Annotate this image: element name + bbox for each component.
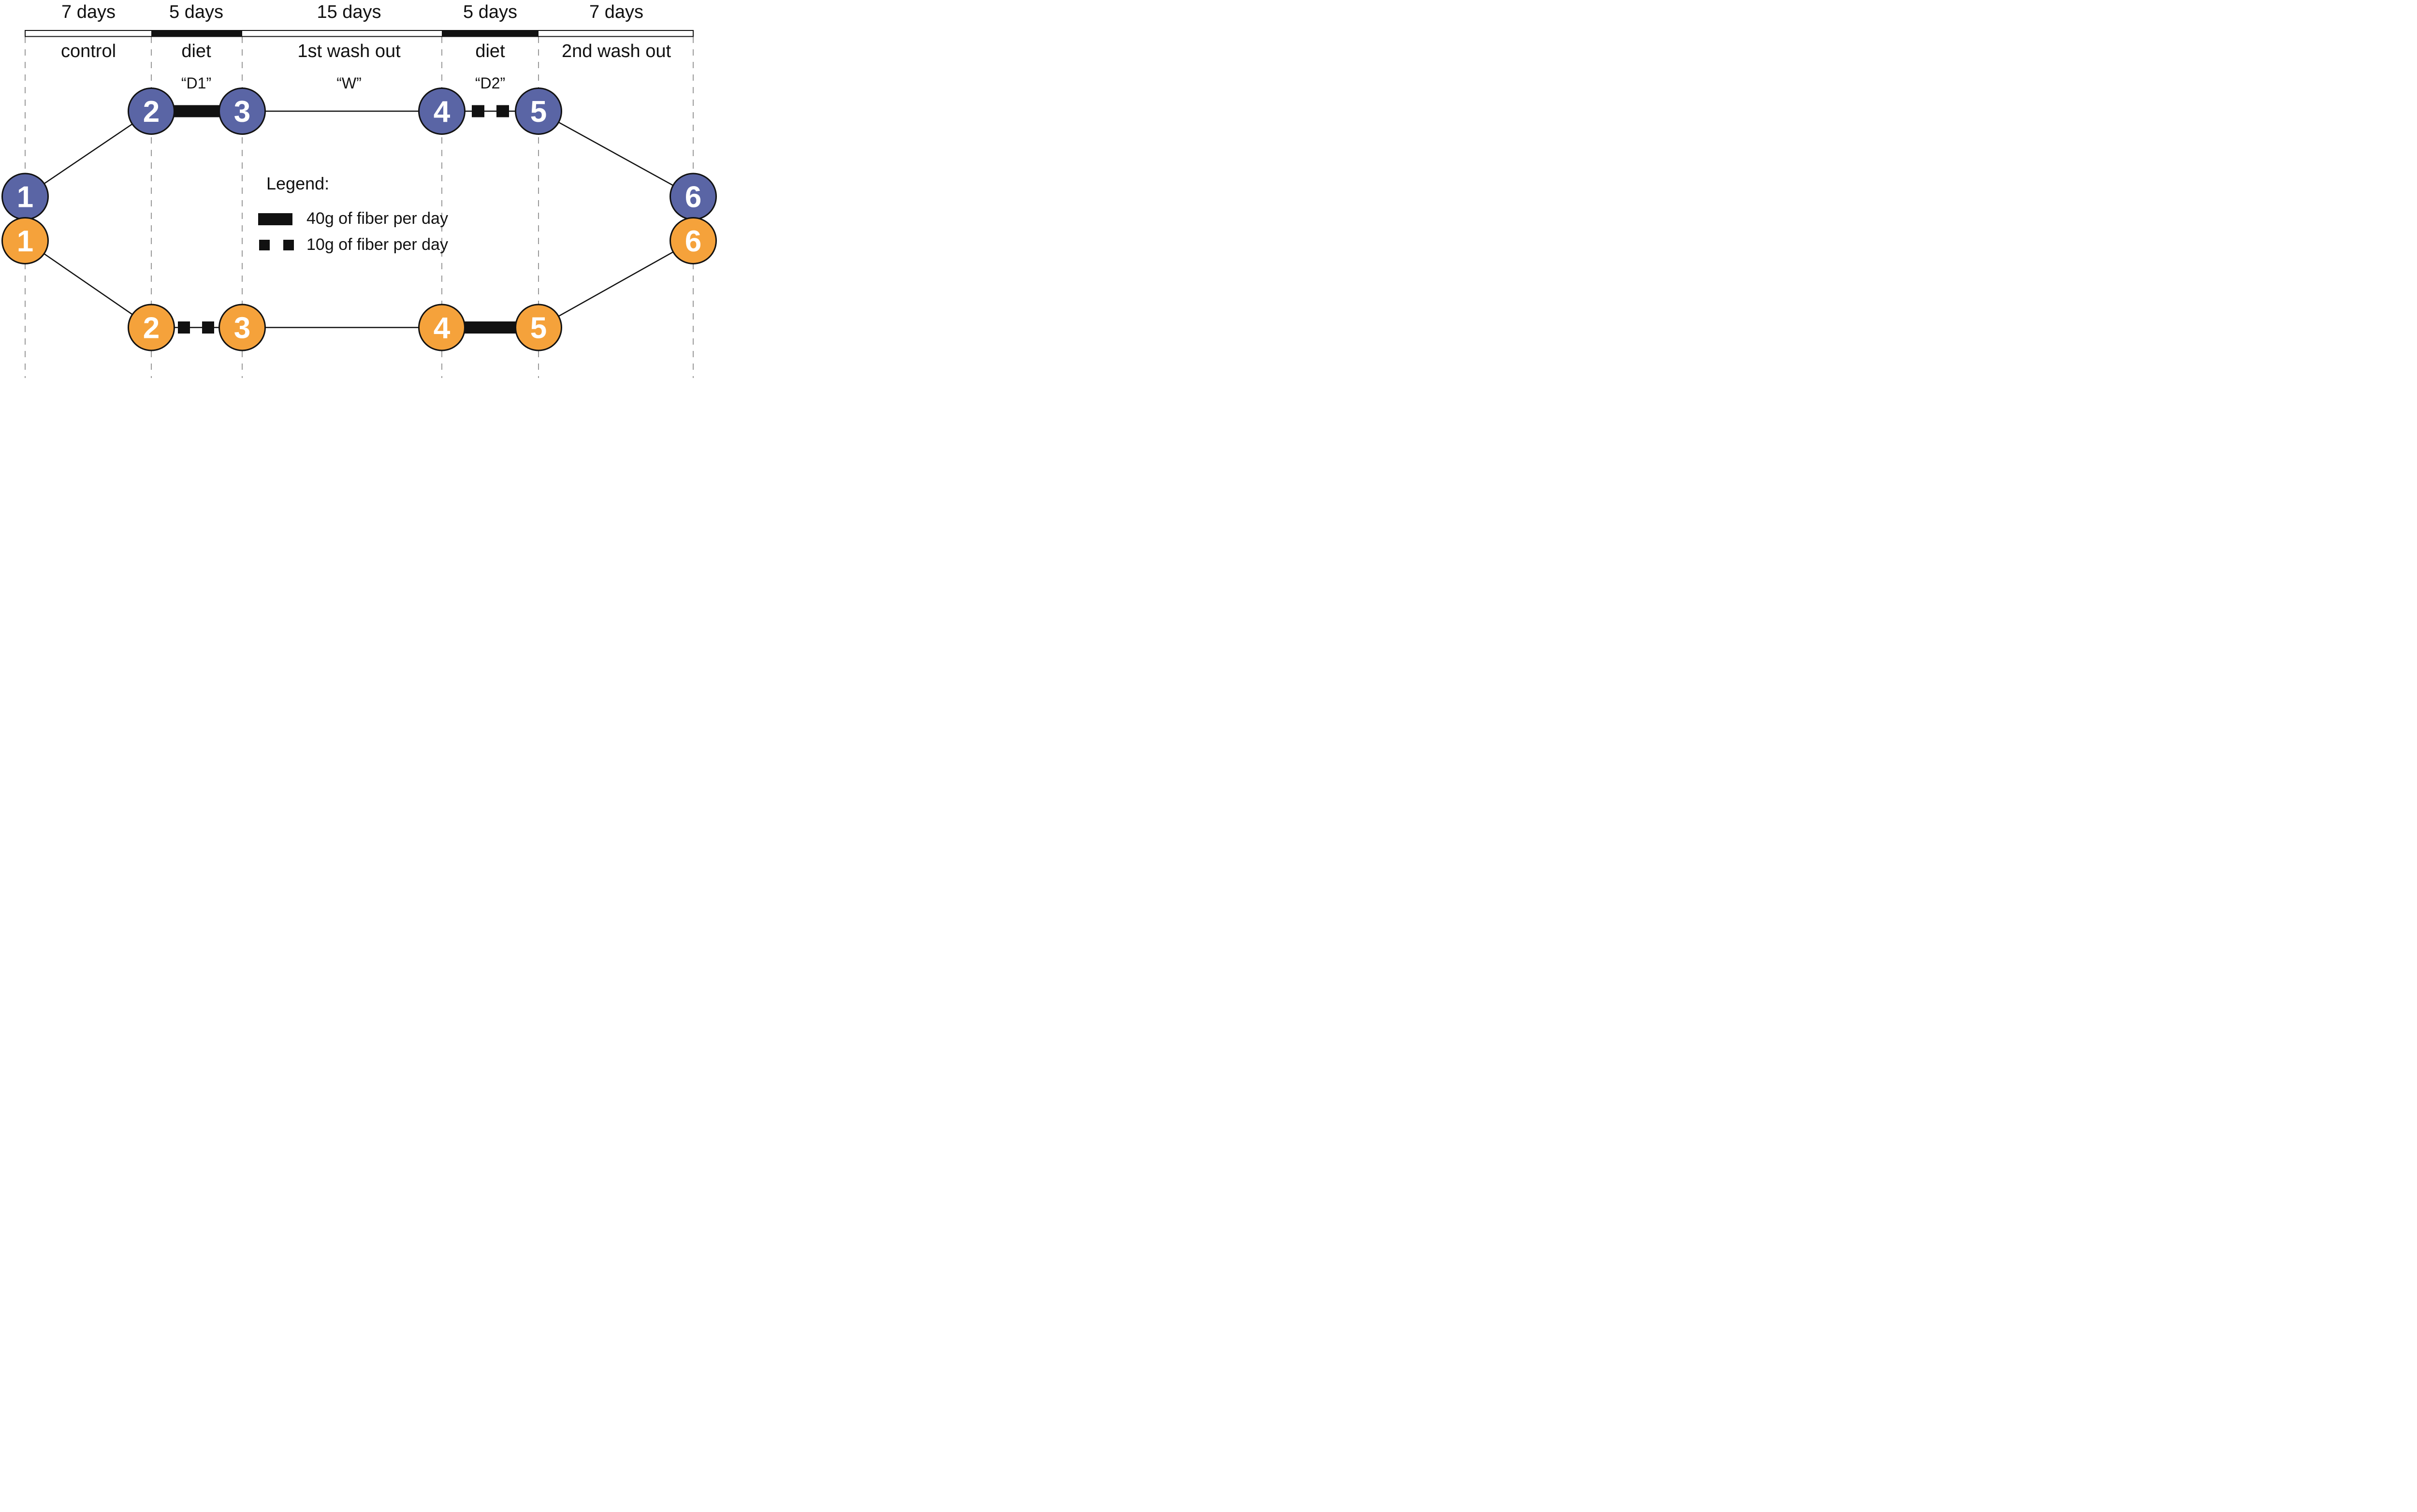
- legend-item-10g: 10g of fiber per day: [306, 235, 448, 254]
- visit-number: 4: [434, 312, 451, 345]
- timeline-segment-control: [25, 30, 151, 37]
- visit-number: 3: [234, 95, 250, 129]
- study-design-graphic: 1 2 3 4 5 6 1 2 3 4 5 6: [1, 30, 717, 378]
- fiber-bar-40g-blue-2-3: [172, 105, 221, 117]
- phase-label-diet1: diet: [181, 41, 211, 61]
- visit-number: 4: [434, 95, 451, 129]
- connector-blue-1-2: [25, 110, 152, 197]
- visit-number: 3: [234, 312, 250, 345]
- orange-arm-circles: [1, 217, 717, 351]
- connector-orange-1-2: [25, 240, 152, 328]
- phase-duration-washout2: 7 days: [589, 2, 643, 22]
- fiber-square-10g-blue-4-5-a: [472, 105, 484, 117]
- visit-number: 2: [143, 95, 160, 129]
- visit-number: 2: [143, 312, 160, 345]
- phase-duration-washout1: 15 days: [317, 2, 381, 22]
- legend-swatch-10g-square-b: [283, 240, 294, 250]
- timeline-segment-diet1: [151, 30, 242, 37]
- phase-duration-diet1: 5 days: [169, 2, 223, 22]
- visit-circle-blue-3: [218, 87, 266, 135]
- visit-circle-orange-2: [128, 304, 175, 351]
- visit-number: 1: [17, 225, 33, 258]
- visit-circle-orange-5: [515, 304, 562, 351]
- phase-code-d2: “D2”: [475, 74, 506, 92]
- fiber-square-10g-blue-4-5-b: [496, 105, 509, 117]
- legend-swatch-10g-square-a: [259, 240, 270, 250]
- connector-orange-5-6: [538, 240, 694, 328]
- visit-number: 5: [530, 95, 547, 129]
- visit-circle-orange-4: [418, 304, 466, 351]
- timeline-outline: [25, 30, 694, 37]
- fiber-bar-40g-orange-4-5: [463, 321, 517, 334]
- phase-label-washout1: 1st wash out: [297, 41, 401, 61]
- timeline-bar: [25, 30, 694, 37]
- visit-circle-blue-2: [128, 87, 175, 135]
- legend-swatches: [258, 213, 294, 250]
- legend-title: Legend:: [266, 174, 330, 193]
- visit-number: 6: [685, 181, 701, 214]
- visit-circle-orange-6: [670, 217, 717, 264]
- visit-numbers: 1 2 3 4 5 6 1 2 3 4 5 6: [17, 95, 701, 345]
- visit-circle-blue-5: [515, 87, 562, 135]
- legend-swatch-40g-bar: [258, 213, 292, 225]
- visit-number: 5: [530, 312, 547, 345]
- visit-circle-orange-1: [1, 217, 49, 264]
- study-design-figure: 1 2 3 4 5 6 1 2 3 4 5 6 7 days 5 days 15…: [0, 0, 720, 378]
- visit-circle-orange-3: [218, 304, 266, 351]
- visit-circle-blue-4: [418, 87, 466, 135]
- timeline-segment-diet2: [442, 30, 539, 37]
- phase-label-washout2: 2nd wash out: [561, 41, 671, 61]
- phase-duration-control: 7 days: [61, 2, 116, 22]
- phase-code-w: “W”: [336, 74, 362, 92]
- phase-label-control: control: [60, 41, 116, 61]
- fiber-square-10g-orange-2-3-a: [178, 321, 190, 334]
- phase-label-diet2: diet: [475, 41, 505, 61]
- phase-duration-diet2: 5 days: [463, 2, 517, 22]
- visit-number: 6: [685, 225, 701, 258]
- connector-blue-5-6: [538, 110, 694, 197]
- visit-number: 1: [17, 181, 33, 214]
- fiber-square-10g-orange-2-3-b: [202, 321, 214, 334]
- legend-item-40g: 40g of fiber per day: [306, 209, 448, 228]
- timeline-segment-washout1: [242, 30, 442, 37]
- timeline-segment-washout2: [539, 30, 693, 37]
- phase-code-d1: “D1”: [181, 74, 212, 92]
- fiber-dose-markers: [172, 105, 517, 334]
- blue-arm-circles: [1, 87, 717, 220]
